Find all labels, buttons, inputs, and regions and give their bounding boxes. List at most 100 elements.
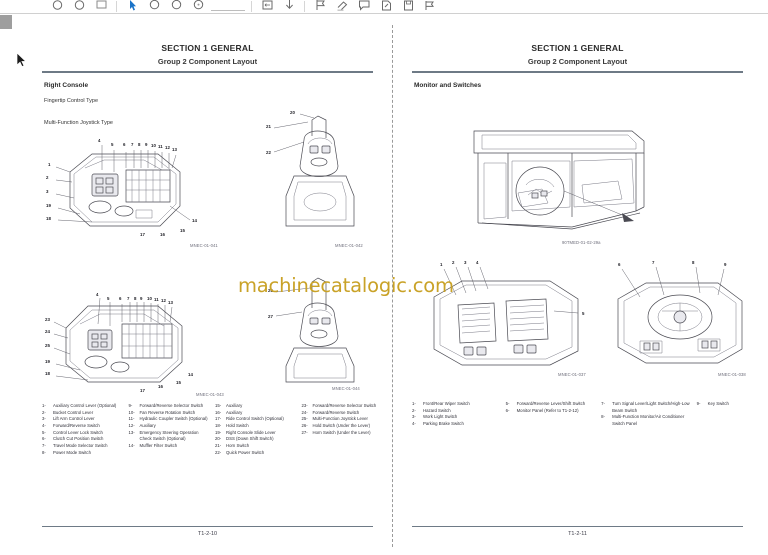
- svg-text:12: 12: [161, 298, 166, 303]
- footer-rule-right: [412, 526, 743, 527]
- legend-item: 18-Hold Switch: [215, 422, 249, 428]
- figure-id-1: MNEC-01-041: [190, 243, 218, 248]
- legend-column-r2: 5-Forward/Reverse Lever/Shift Switch 6-M…: [506, 401, 596, 428]
- svg-text:5: 5: [107, 296, 110, 301]
- section-label-monitor-switches: Monitor and Switches: [414, 82, 482, 89]
- toolbar-annotate-group: [309, 0, 441, 13]
- legend-column-4: 23-Forward/Reverse Selector Switch 24-Fo…: [302, 403, 383, 456]
- page-fit-icon[interactable]: [90, 0, 112, 13]
- rotate-clockwise-icon[interactable]: [68, 0, 90, 13]
- legend-item: 5-Forward/Reverse Lever/Shift Switch: [505, 401, 586, 406]
- figure-dashboard-right: 6 7 8 9: [600, 255, 755, 375]
- svg-text:3: 3: [464, 260, 467, 265]
- svg-text:3: 3: [46, 189, 49, 194]
- legend-item: 3-Lift Arm Control Lever: [42, 416, 95, 422]
- svg-text:4: 4: [98, 138, 101, 143]
- figure-id-3: MNEC-01-043: [196, 392, 224, 397]
- legend-item: 5-Control Lever Lock Switch: [42, 429, 103, 435]
- legend-right-page: 1-Front/Rear Wiper Switch 2-Hazard Switc…: [412, 401, 757, 428]
- legend-item: 16-Auxiliary: [215, 409, 243, 415]
- save-icon[interactable]: [397, 0, 419, 13]
- figure-cab-overview: [422, 107, 732, 242]
- page-footer-right: T1-2-11: [412, 526, 743, 537]
- svg-text:8: 8: [692, 260, 695, 265]
- svg-text:6: 6: [119, 296, 122, 301]
- toolbar-tool-group: [121, 0, 247, 13]
- legend-column-2: 9-Forward/Reverse Selector Switch 10-Fan…: [129, 403, 210, 456]
- svg-text:19: 19: [45, 359, 50, 364]
- zoom-out-icon[interactable]: [143, 0, 165, 13]
- page-title: SECTION 1 GENERAL: [161, 43, 254, 53]
- page-title-right: SECTION 1 GENERAL: [531, 43, 624, 53]
- document-page-left[interactable]: SECTION 1 GENERAL Group 2 Component Layo…: [30, 15, 385, 555]
- highlight-icon[interactable]: [331, 0, 353, 13]
- svg-text:18: 18: [45, 371, 50, 376]
- rotate-counterclockwise-icon[interactable]: [46, 0, 68, 13]
- figure-joystick-console: 4 5 6 7 8 9 10 11 12 13 23 24 25 19 18 1…: [40, 270, 240, 395]
- document-page-right[interactable]: SECTION 1 GENERAL Group 2 Component Layo…: [400, 15, 755, 555]
- legend-item: 3-Work Light Switch: [412, 414, 458, 420]
- zoom-reset-icon[interactable]: [187, 0, 209, 13]
- svg-text:1: 1: [440, 262, 443, 267]
- svg-text:9: 9: [724, 262, 727, 267]
- legend-item: 6-Clutch Cut Position Switch: [42, 436, 104, 442]
- figure-label-joystick: Multi-Function Joystick Type: [44, 120, 113, 126]
- select-tool-icon[interactable]: [121, 0, 143, 13]
- figure-id-r3: MNEC-01-038: [718, 372, 746, 377]
- legend-item: 12-Auxiliary: [128, 422, 156, 428]
- svg-text:9: 9: [145, 142, 148, 147]
- figure-fingertip-console: 4 5 6 7 8 9 10 11 12 13 1 2 3 19 18 14 1…: [40, 110, 240, 245]
- legend-item: 11-Hydraulic Coupler Switch (Optional): [128, 416, 208, 422]
- pdf-toolbar[interactable]: [0, 0, 768, 14]
- legend-item: 8-Multi-Function Monitor/Air Conditioner…: [601, 414, 685, 426]
- svg-text:11: 11: [158, 144, 163, 149]
- svg-text:4: 4: [96, 292, 99, 297]
- download-icon[interactable]: [278, 0, 300, 13]
- sign-icon[interactable]: [375, 0, 397, 13]
- page-number-field[interactable]: [211, 3, 245, 11]
- svg-text:1: 1: [48, 162, 51, 167]
- footer-rule: [42, 526, 373, 527]
- zoom-in-icon[interactable]: [165, 0, 187, 13]
- footer-page-number-right: T1-2-11: [568, 531, 587, 537]
- svg-text:6: 6: [618, 262, 621, 267]
- legend-item: 17-Ride Control Switch (Optional): [215, 416, 284, 422]
- figure-id-r2: MNEC-01-037: [558, 372, 586, 377]
- svg-text:2: 2: [46, 175, 49, 180]
- page-footer-left: T1-2-10: [42, 526, 373, 537]
- figure-label-fingertip: Fingertip Control Type: [44, 98, 99, 104]
- svg-text:7: 7: [127, 296, 130, 301]
- page-subtitle: Group 2 Component Layout: [157, 57, 258, 66]
- legend-item: 21-Horn Switch: [215, 442, 250, 448]
- figure-id-4: MNEC-01-044: [332, 386, 360, 391]
- legend-column-r4: 9-Key Switch: [697, 401, 757, 428]
- legend-item: 15-Auxiliary: [215, 403, 243, 408]
- legend-item: 23-Forward/Reverse Selector Switch: [301, 403, 377, 408]
- header-rule-right: [412, 71, 743, 73]
- page-spread-divider: [392, 25, 393, 547]
- figure-id-r1: 90TMED-01-02-29a: [562, 240, 601, 245]
- share-icon[interactable]: [419, 0, 441, 13]
- svg-text:18: 18: [46, 216, 51, 221]
- svg-text:8: 8: [134, 296, 137, 301]
- sidebar-toggle-tab[interactable]: [0, 15, 12, 29]
- svg-text:17: 17: [140, 388, 145, 393]
- legend-item: 1-Auxiliary Control Lever (Optional): [42, 403, 117, 408]
- legend-item: 4-Forward/Reverse Switch: [42, 422, 100, 428]
- legend-column-1: 1-Auxiliary Control Lever (Optional) 2-B…: [42, 403, 123, 456]
- svg-text:23: 23: [45, 317, 50, 322]
- legend-column-3: 15-Auxiliary 16-Auxiliary 17-Ride Contro…: [215, 403, 296, 456]
- legend-column-r1: 1-Front/Rear Wiper Switch 2-Hazard Switc…: [412, 401, 500, 428]
- svg-text:21: 21: [266, 124, 271, 129]
- page-subtitle-right: Group 2 Component Layout: [527, 57, 628, 66]
- svg-text:6: 6: [123, 142, 126, 147]
- toolbar-divider-3: [304, 1, 305, 12]
- svg-text:7: 7: [131, 142, 134, 147]
- comment-icon[interactable]: [353, 0, 375, 13]
- legend-item: 10-Fan Reverse Rotation Switch: [128, 409, 196, 415]
- fit-width-icon[interactable]: [256, 0, 278, 13]
- svg-text:26: 26: [268, 288, 273, 293]
- flag-icon[interactable]: [309, 0, 331, 13]
- pdf-viewer-canvas[interactable]: SECTION 1 GENERAL Group 2 Component Layo…: [0, 15, 768, 555]
- legend-item: 20-DSS (Down Shift Switch): [215, 436, 274, 442]
